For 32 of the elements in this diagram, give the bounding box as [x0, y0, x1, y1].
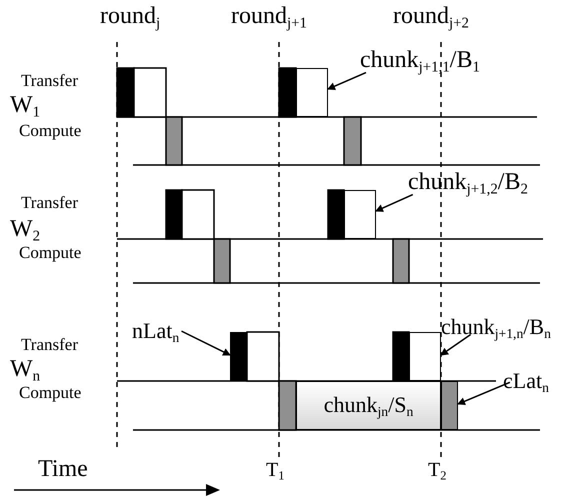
leader-arrow: [327, 72, 366, 90]
callout-label: nLat$_{n}$: [132, 320, 180, 345]
leader-arrow: [440, 334, 472, 356]
compute-block: [296, 381, 441, 430]
row-label: Compute: [19, 122, 82, 139]
leader-arrow: [375, 194, 414, 212]
row-label: Compute: [19, 384, 82, 401]
callout-label: chunk$_{j+1,n}$/B$_{n}$: [441, 316, 551, 341]
latency-bar: [230, 332, 247, 381]
callout-label: chunk$_{j+1,2}$/B$_{2}$: [408, 170, 528, 198]
worker-label: W$_{1}$: [10, 93, 40, 120]
row-label: Transfer: [21, 72, 78, 89]
callout-label: chunk$_{j+1,1}$/B$_{1}$: [360, 48, 480, 76]
worker-label: W$_{n}$: [10, 357, 40, 384]
compute-bar: [441, 381, 458, 430]
row-label: Transfer: [21, 336, 78, 353]
time-mark-label: T$_{1}$: [266, 460, 284, 482]
transfer-bar: [409, 332, 441, 381]
block-label: chunk$_{jn}$/S$_{n}$: [322, 394, 414, 419]
leader-arrow: [457, 382, 510, 406]
row-label: Transfer: [21, 194, 78, 211]
callout-label: cLat$_{n}$: [503, 370, 549, 395]
round-label: round$_{j+1}$: [231, 4, 307, 32]
transfer-bar: [344, 190, 376, 239]
round-label: round$_{j}$: [100, 4, 160, 32]
leader-arrow: [181, 330, 231, 356]
time-mark-label: T$_{2}$: [428, 460, 446, 482]
transfer-bar: [296, 68, 328, 117]
worker-label: W$_{2}$: [10, 217, 40, 244]
row-label: Compute: [19, 244, 82, 261]
round-label: round$_{j+2}$: [393, 4, 469, 32]
axis-label: Time: [38, 457, 88, 481]
